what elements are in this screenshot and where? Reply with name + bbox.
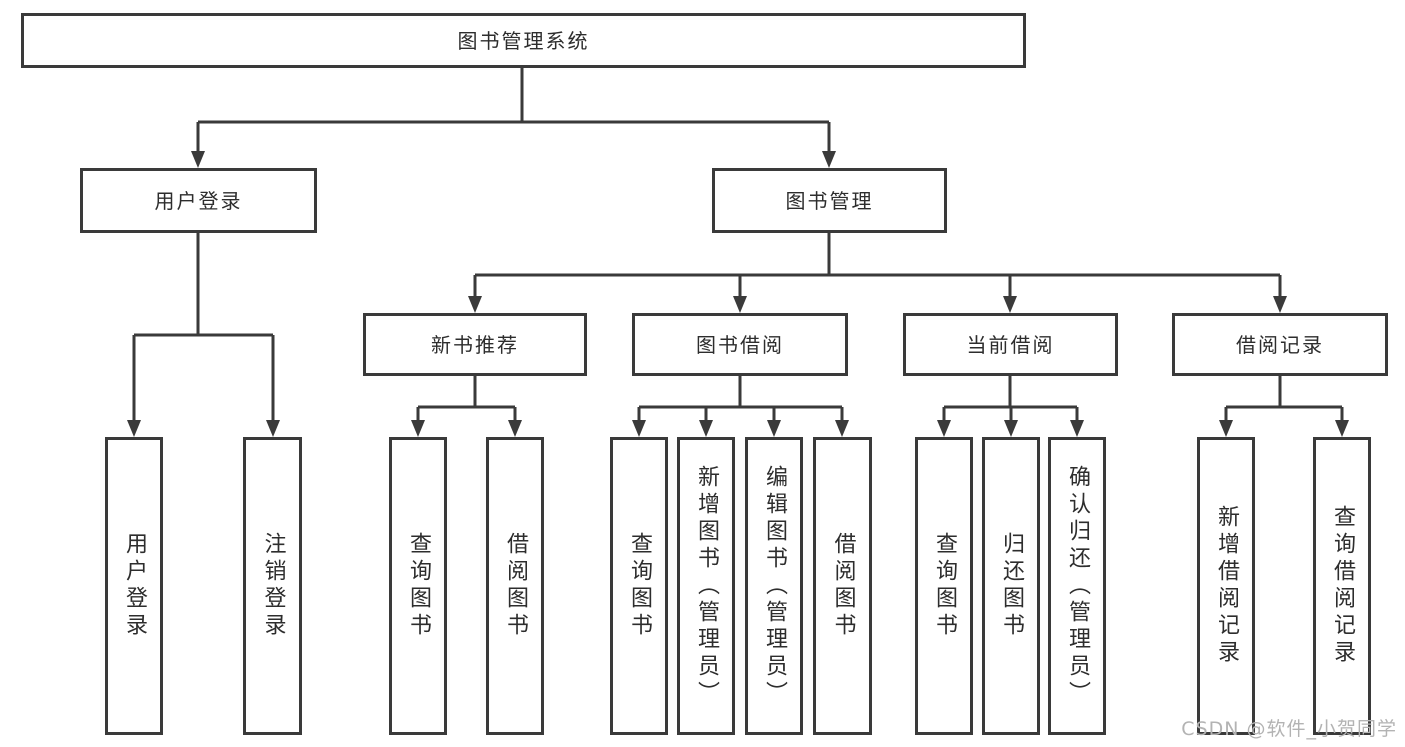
leaf-query-books-recommend: 查询图书 xyxy=(389,437,447,735)
leaf-query-borrow-record: 查询借阅记录 xyxy=(1313,437,1371,735)
node-current-borrowing: 当前借阅 xyxy=(903,313,1118,376)
leaf-add-borrow-record: 新增借阅记录 xyxy=(1197,437,1255,735)
node-borrowing-records: 借阅记录 xyxy=(1172,313,1388,376)
node-book-management: 图书管理 xyxy=(712,168,947,233)
node-user-login: 用户登录 xyxy=(80,168,317,233)
leaf-borrow-books: 借阅图书 xyxy=(813,437,872,735)
node-root-library-system: 图书管理系统 xyxy=(21,13,1026,68)
csdn-watermark: CSDN @软件_小贺同学 xyxy=(1181,718,1397,740)
arrowheads xyxy=(127,151,1349,437)
node-new-book-recommendation: 新书推荐 xyxy=(363,313,587,376)
leaf-query-books-current: 查询图书 xyxy=(915,437,973,735)
leaf-confirm-return-admin: 确认归还（管理员） xyxy=(1048,437,1106,735)
leaf-edit-book-admin: 编辑图书（管理员） xyxy=(745,437,803,735)
leaf-add-book-admin: 新增图书（管理员） xyxy=(677,437,735,735)
leaf-borrow-books-recommend: 借阅图书 xyxy=(486,437,544,735)
leaf-query-books-borrow: 查询图书 xyxy=(610,437,668,735)
leaf-return-book: 归还图书 xyxy=(982,437,1040,735)
leaf-user-login: 用户登录 xyxy=(105,437,163,735)
leaf-logout: 注销登录 xyxy=(243,437,302,735)
node-book-borrowing: 图书借阅 xyxy=(632,313,848,376)
